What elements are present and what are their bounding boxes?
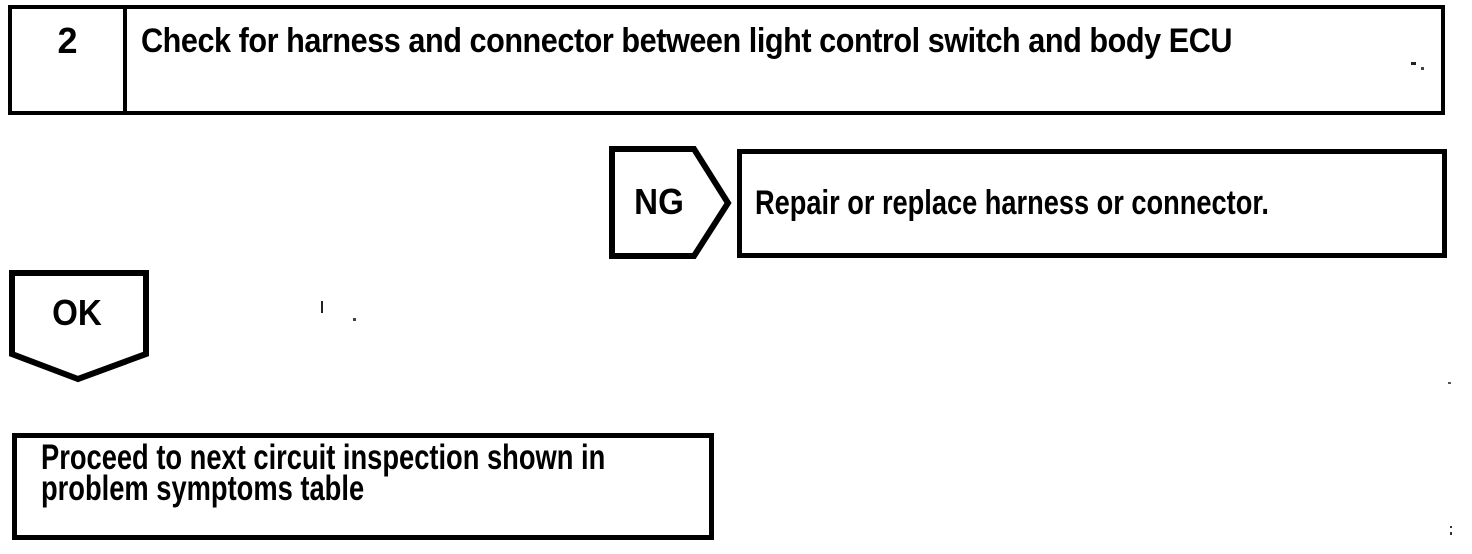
step-number-cell: 2 (12, 9, 127, 111)
scan-artifact (1450, 526, 1452, 528)
step-header-box: 2 Check for harness and connector betwee… (8, 5, 1445, 115)
scan-artifact (1448, 382, 1451, 384)
ng-connector-label-area: NG (616, 147, 702, 257)
ng-arrow-shape (609, 146, 732, 259)
scan-artifact (1411, 62, 1416, 65)
scan-artifact (353, 318, 356, 321)
ok-label: OK (52, 291, 102, 333)
ok-action-box: Proceed to next circuit inspection shown… (12, 433, 714, 540)
ok-action-text: Proceed to next circuit inspection shown… (41, 438, 606, 508)
ok-connector-label-area: OK (8, 271, 146, 354)
scan-artifact (321, 301, 323, 313)
step-number: 2 (57, 20, 78, 61)
ng-action-box: Repair or replace harness or connector. (737, 149, 1447, 258)
ok-arrow-shape (9, 270, 149, 383)
ng-action-text: Repair or replace harness or connector. (755, 184, 1269, 222)
step-title-cell: Check for harness and connector between … (127, 9, 1441, 111)
scan-artifact (1421, 67, 1424, 70)
step-title: Check for harness and connector between … (141, 22, 1233, 60)
ng-label: NG (634, 181, 684, 222)
scan-artifact (1450, 532, 1452, 535)
